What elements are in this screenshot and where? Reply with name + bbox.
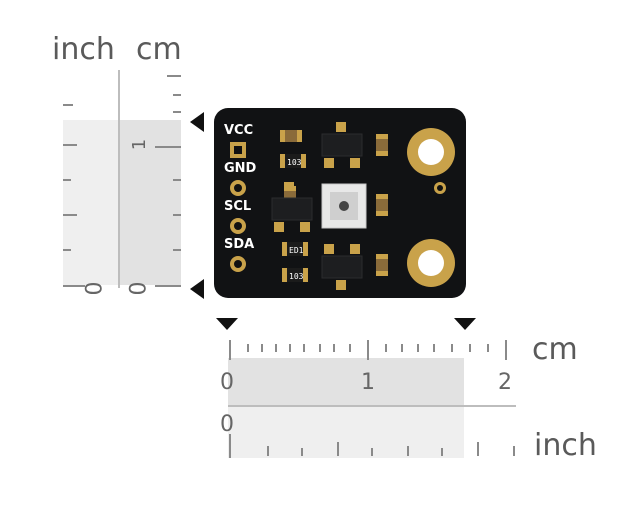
smd-capacitor (376, 254, 388, 276)
vertical-ruler-inch-ticks (63, 104, 85, 287)
vertical-ruler-inch-zero: 0 (82, 281, 108, 296)
horizontal-ruler-inch-shade (228, 406, 464, 458)
horizontal-ruler-cm-two: 2 (498, 370, 512, 395)
pin-label-sda: SDA (224, 237, 254, 252)
smd-capacitor (376, 194, 388, 216)
transistor-top (321, 122, 363, 168)
smd-resistor (280, 154, 306, 168)
vertical-ruler-inch-shade (63, 120, 119, 285)
horizontal-ruler-inch-ticks (229, 434, 515, 458)
horizontal-ruler-cm-label: cm (532, 332, 578, 367)
bottom-edge-marker (190, 279, 204, 299)
vertical-ruler-cm-zero: 0 (126, 281, 152, 296)
horizontal-ruler-inch-label: inch (534, 428, 597, 463)
horizontal-edge-markers (216, 318, 476, 330)
right-edge-marker (454, 318, 476, 330)
horizontal-ruler-cm-shade (228, 358, 464, 406)
vertical-ruler-cm-ticks (155, 75, 181, 287)
silkscreen-label: 103 (289, 272, 304, 281)
left-edge-marker (216, 318, 238, 330)
vertical-ruler (63, 70, 181, 288)
horizontal-ruler-cm-ticks (229, 340, 507, 360)
smd-capacitor (280, 130, 302, 142)
vertical-ruler-cm-one: 1 (129, 138, 151, 151)
sensor-board: VCC GND SCL SDA (214, 108, 466, 298)
transistor-bottom (321, 244, 363, 290)
mounting-hole-top (407, 128, 455, 176)
silkscreen-label: ED1 (289, 246, 304, 255)
horizontal-ruler (228, 340, 516, 458)
vertical-ruler-inch-label: inch (52, 32, 115, 67)
pin-label-gnd: GND (224, 161, 257, 176)
smd-capacitor (376, 134, 388, 156)
silkscreen-label: 103 (287, 158, 302, 167)
small-pad (286, 182, 294, 186)
pin-label-scl: SCL (224, 199, 251, 214)
horizontal-ruler-cm-one: 1 (361, 370, 375, 395)
top-edge-marker (190, 112, 204, 132)
pin-label-vcc: VCC (224, 123, 253, 138)
horizontal-ruler-cm-zero: 0 (220, 370, 234, 395)
vertical-ruler-cm-label: cm (136, 32, 182, 67)
smd-resistor (282, 268, 308, 282)
horizontal-ruler-inch-zero: 0 (220, 412, 234, 437)
mounting-hole-bottom (407, 239, 455, 287)
pressure-sensor-chip (321, 183, 367, 229)
smd-resistor (282, 242, 308, 256)
